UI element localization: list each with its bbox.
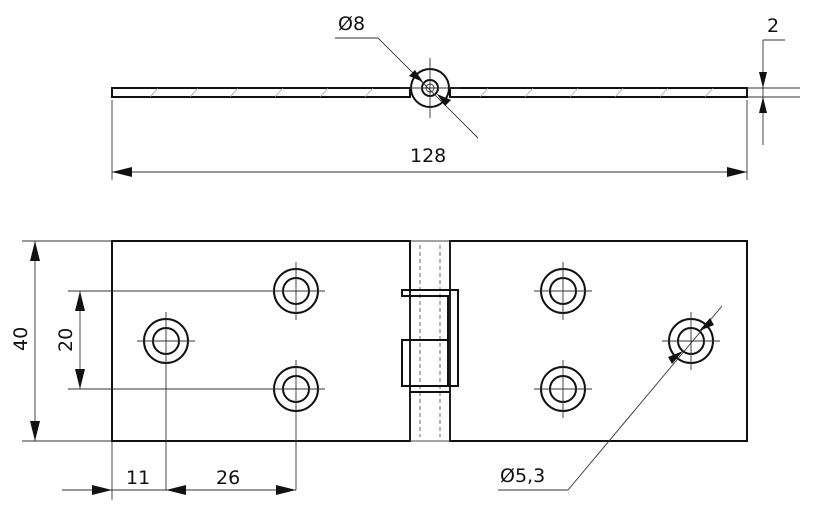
length-label: 128 [410, 145, 446, 167]
hole-diameter-label: Ø5,3 [500, 465, 545, 487]
front-view: 40 20 11 26 Ø5,3 [10, 240, 748, 500]
right-leaf-holes [534, 262, 720, 418]
hole-left-top [267, 262, 325, 320]
pin-diameter-label: Ø8 [338, 13, 365, 35]
width-label: 40 [10, 327, 32, 351]
left-leaf-profile [111, 87, 411, 98]
knuckle-front [401, 240, 459, 442]
hole-left-bottom [267, 360, 325, 490]
hole-right-top [534, 262, 592, 320]
hole-spacing-vertical-dimension: 20 [55, 290, 274, 390]
right-leaf-profile [449, 87, 748, 98]
hole-diameter-dimension: Ø5,3 [498, 305, 723, 491]
hole-right-middle [662, 312, 720, 370]
width-dimension: 40 [10, 240, 112, 442]
hole-left-middle [137, 312, 195, 490]
pin-diameter-dimension: Ø8 [335, 13, 479, 139]
section-hatching [149, 87, 714, 98]
side-view: Ø8 2 128 [111, 13, 800, 180]
hole-spacing-vertical-label: 20 [55, 328, 77, 352]
hole-offset-label: 11 [126, 467, 150, 489]
hole-horizontal-dimensions: 11 26 [62, 441, 296, 500]
hole-right-bottom [534, 360, 592, 418]
thickness-dimension: 2 [747, 15, 800, 145]
left-leaf-holes [137, 262, 325, 490]
length-dimension: 128 [111, 100, 748, 180]
hole-spacing-horizontal-label: 26 [216, 467, 240, 489]
thickness-label: 2 [767, 15, 779, 37]
